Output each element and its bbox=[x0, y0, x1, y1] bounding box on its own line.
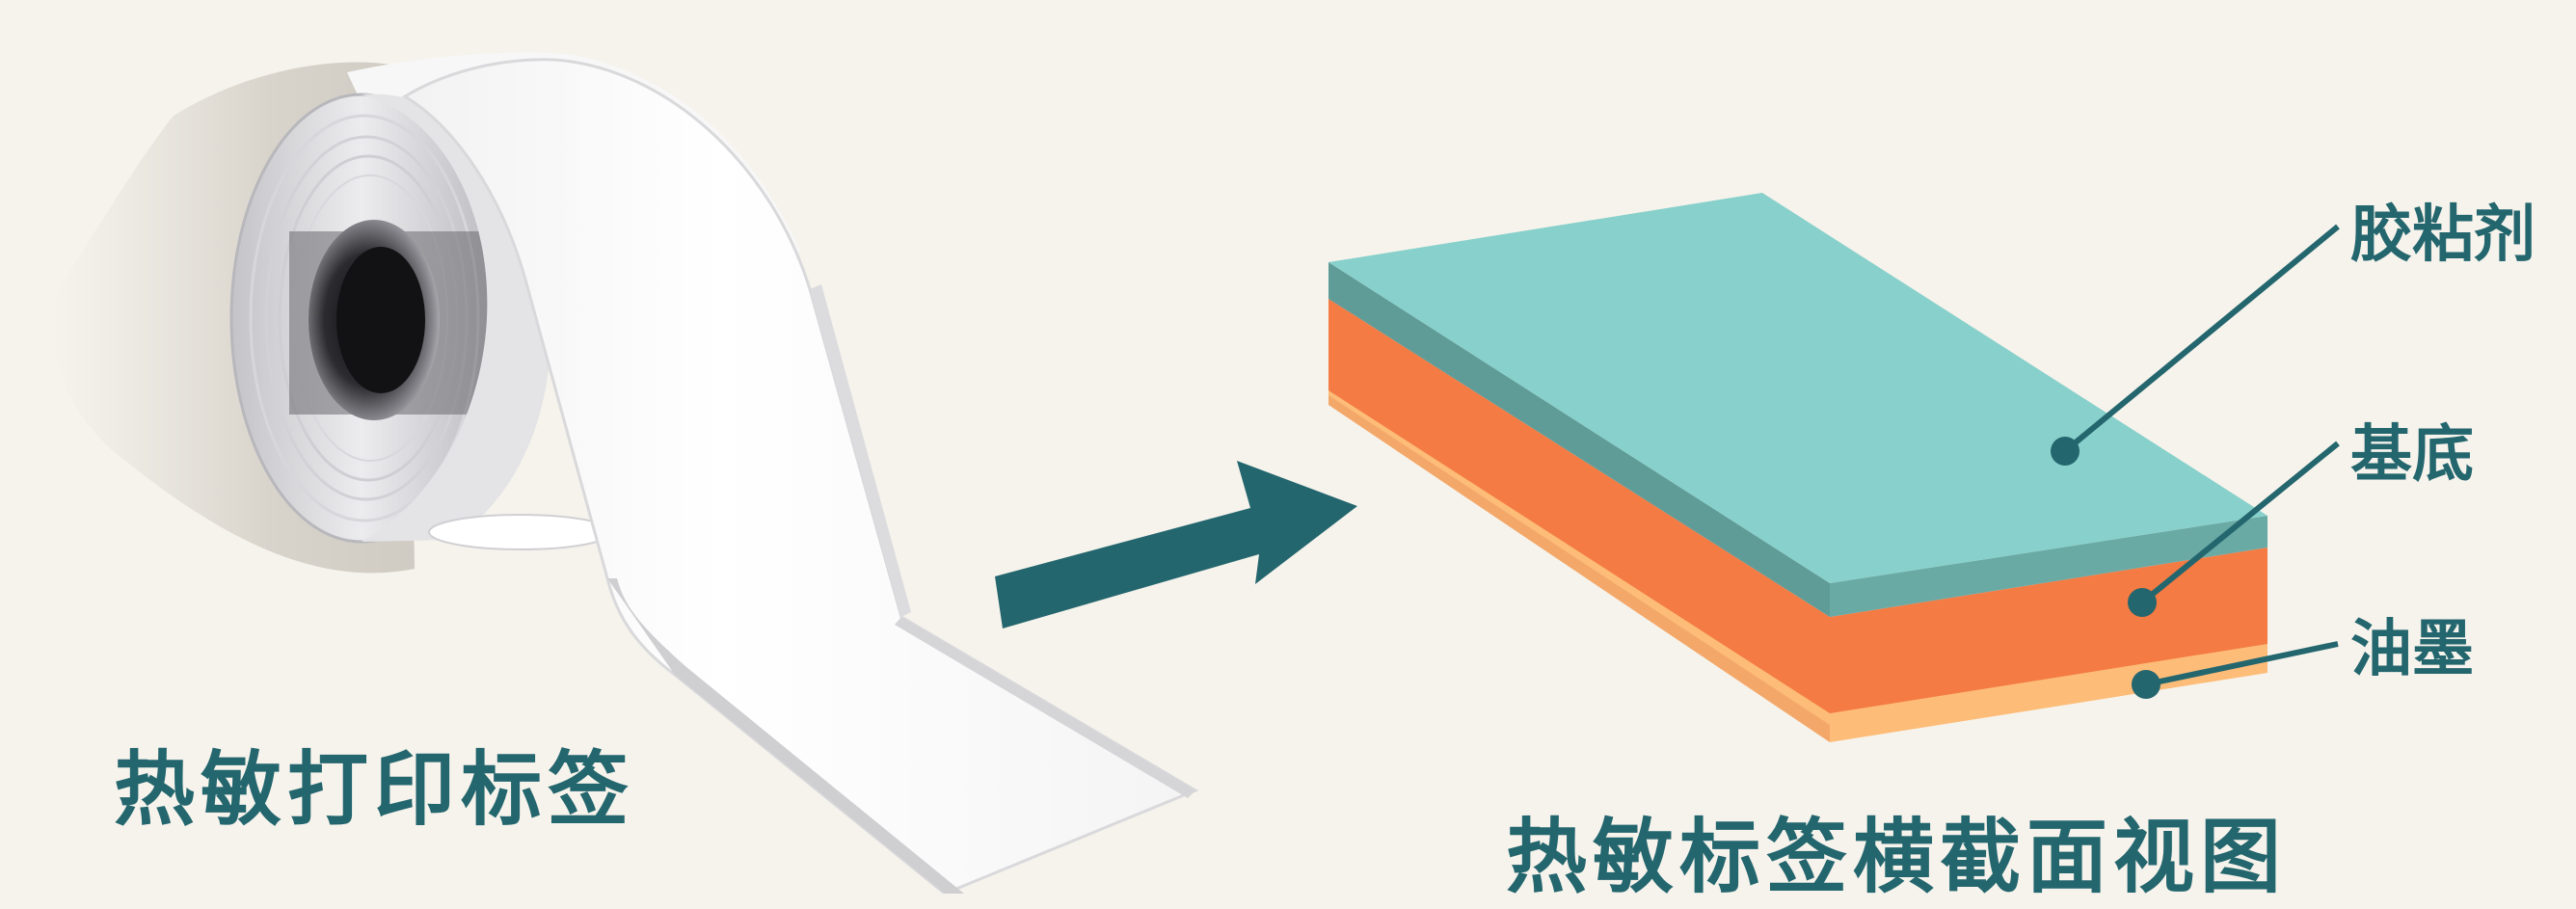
leader-dot-ink bbox=[2132, 670, 2160, 699]
leader-dot-adhesive bbox=[2051, 437, 2080, 466]
layer-label-ink: 油墨 bbox=[2350, 614, 2474, 685]
leader-dot-substrate bbox=[2128, 588, 2157, 617]
roll-title: 热敏打印标签 bbox=[114, 742, 635, 837]
adhesive-layer-side bbox=[1830, 516, 2267, 617]
right-arrow-icon bbox=[995, 461, 1357, 628]
leader-substrate bbox=[2140, 441, 2340, 605]
thermal-label-roll-icon bbox=[50, 52, 1199, 894]
ink-layer-side bbox=[1830, 654, 2267, 742]
cross-section-title: 热敏标签横截面视图 bbox=[1506, 810, 2288, 904]
layer-label-substrate: 基底 bbox=[2350, 419, 2474, 491]
adhesive-layer-front bbox=[1328, 262, 1830, 617]
leader-ink bbox=[2145, 641, 2339, 687]
layer-label-adhesive: 胶粘剂 bbox=[2350, 200, 2536, 271]
cross-section-block bbox=[1328, 193, 2267, 742]
substrate-layer-front bbox=[1328, 299, 1830, 713]
adhesive-layer-top bbox=[1328, 193, 2267, 583]
leader-lines bbox=[2051, 224, 2340, 699]
leader-adhesive bbox=[2063, 224, 2340, 454]
